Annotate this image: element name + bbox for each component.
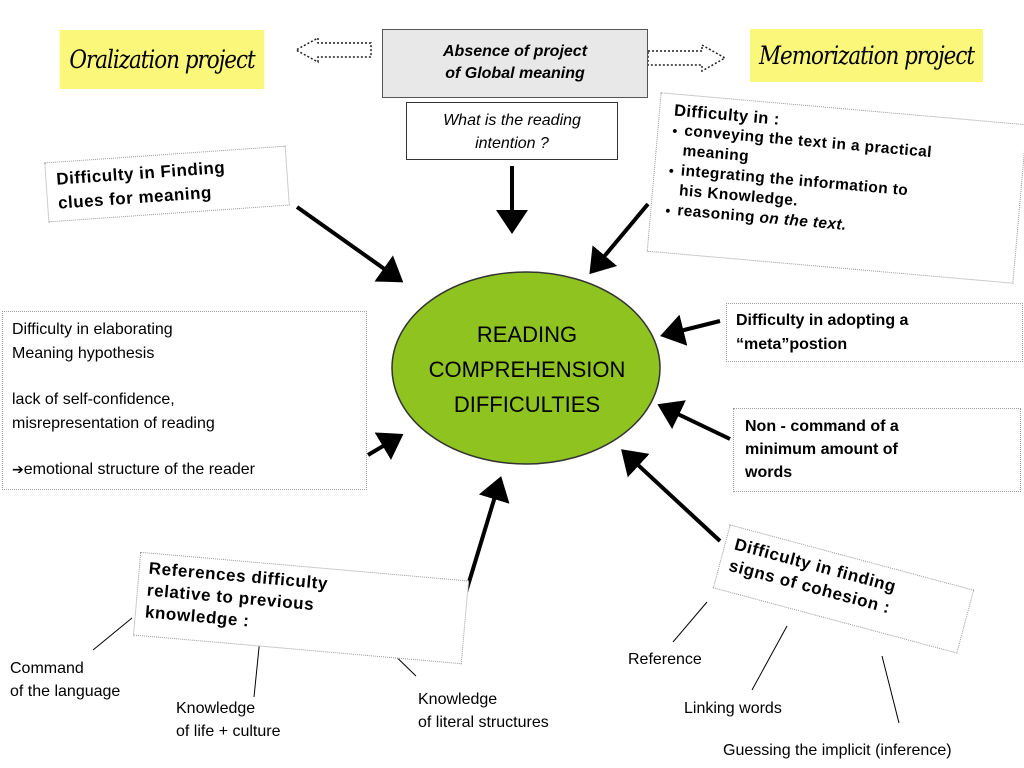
hub-text: READING COMPREHENSION DIFFICULTIES [393, 317, 661, 422]
non-command-line-2: minimum amount of [745, 441, 898, 458]
elaborating-line-5: ➔emotional structure of the reader [12, 461, 255, 478]
memorization-project-box: Memorization project [749, 29, 984, 82]
hub-line-2: COMPREHENSION [428, 357, 626, 382]
elaborating-line-4: misrepresentation of reading [12, 415, 215, 432]
arrow-clues-to-hub [295, 205, 404, 283]
question-box: What is the reading intention ? [406, 102, 618, 160]
question-line-1: What is the reading [443, 112, 581, 129]
absence-line-1: Absence of project [442, 43, 588, 60]
difficulty-in-box: Difficulty in : conveying the text in a … [646, 92, 1024, 284]
non-command-line-1: Non - command of a [745, 418, 899, 435]
arrow-references-to-hub [464, 476, 510, 593]
elaborating-line-1: Difficulty in elaborating [12, 321, 173, 338]
arrow-cohesion-to-hub [621, 449, 722, 543]
dotted-arrow-right [647, 43, 727, 73]
question-line-2: intention ? [475, 135, 549, 152]
annotation-knowledge-literal: Knowledge of literal structures [418, 691, 549, 731]
hub-line-1: READING [476, 322, 578, 347]
elaborating-gap-2 [12, 436, 366, 458]
annotation-knowledge-life: Knowledge of life + culture [176, 700, 281, 740]
elaborating-box: Difficulty in elaborating Meaning hypoth… [2, 311, 367, 490]
annotation-guessing: Guessing the implicit (inference) [723, 742, 952, 759]
hub-line-3: DIFFICULTIES [453, 392, 601, 417]
arrow-non-command-to-hub [657, 400, 731, 441]
arrow-elaborating-to-hub [366, 432, 404, 460]
annotation-reference: Reference [628, 651, 702, 668]
line-command-language [92, 617, 133, 651]
absence-box: Absence of project of Global meaning [382, 29, 648, 98]
arrow-difficulty-in-to-hub [589, 202, 650, 275]
meta-line-1: Difficulty in adopting a [736, 312, 909, 329]
arrow-meta-to-hub [660, 314, 721, 346]
absence-line-2: of Global meaning [445, 65, 585, 82]
line-reference [672, 601, 708, 643]
hub-ellipse [391, 271, 661, 465]
oralization-project-box: Oralization project [59, 30, 265, 89]
oralization-project-label: Oralization project [69, 45, 255, 74]
elaborating-line-3: lack of self-confidence, [12, 391, 175, 408]
line-guessing [881, 655, 900, 724]
non-command-box: Non - command of a minimum amount of wor… [733, 408, 1021, 492]
memorization-project-label: Memorization project [759, 41, 975, 70]
right-arrow-icon: ➔ [12, 462, 24, 478]
annotation-command-language: Command of the language [10, 660, 121, 700]
meta-position-box: Difficulty in adopting a “meta”postion [726, 303, 1023, 362]
elaborating-gap [12, 366, 366, 388]
meta-line-2: “meta”postion [736, 336, 848, 353]
dotted-arrow-left [294, 36, 372, 64]
elaborating-line-2: Meaning hypothesis [12, 345, 155, 362]
line-linking-words [751, 625, 788, 691]
non-command-line-3: words [745, 464, 793, 481]
annotation-linking-words: Linking words [684, 700, 782, 717]
